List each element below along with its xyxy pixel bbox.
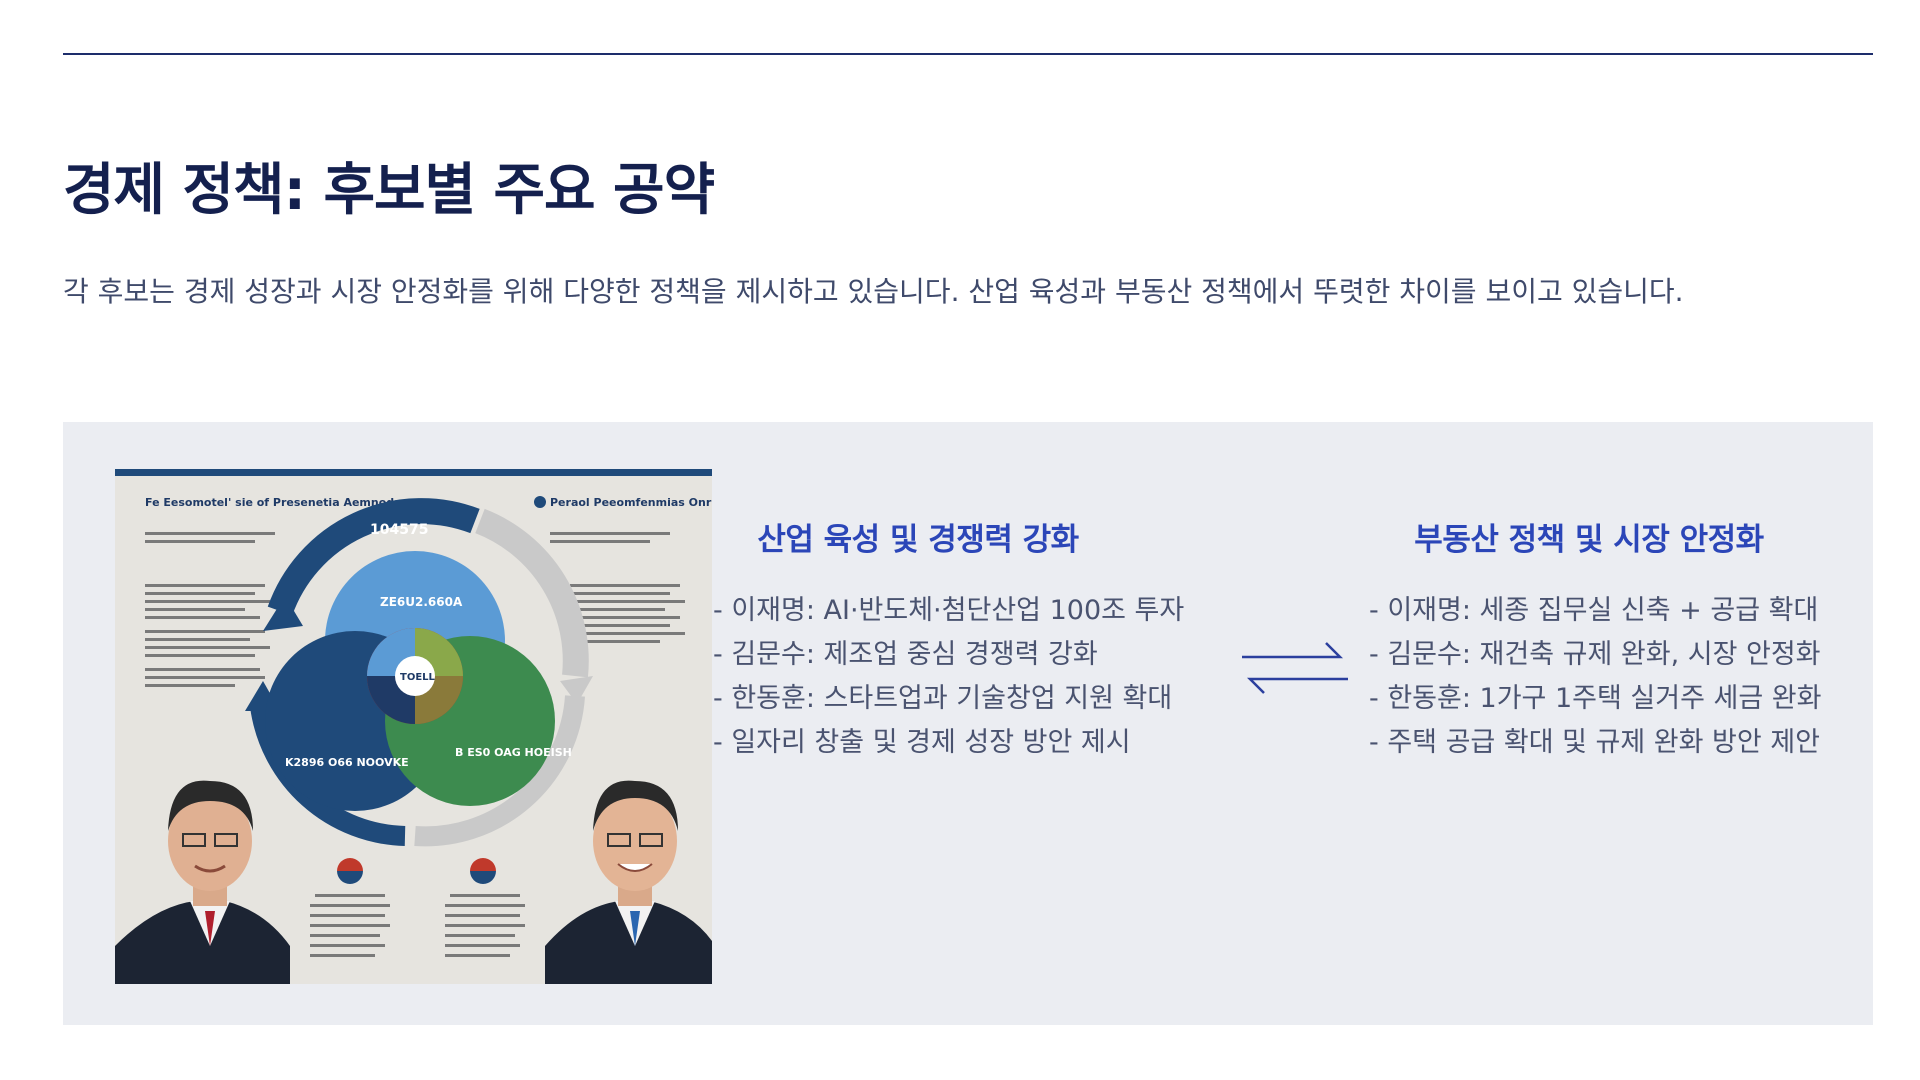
list-item: - 일자리 창출 및 경제 성장 방안 제시 <box>713 727 1131 758</box>
list-item: - 이재명: AI·반도체·첨단산업 100조 투자 <box>713 595 1185 626</box>
industry-policy-title: 산업 육성 및 경쟁력 강화 <box>757 522 1079 558</box>
list-item: - 김문수: 제조업 중심 경쟁력 강화 <box>713 639 1098 670</box>
candidate-portrait-right <box>545 780 712 984</box>
policy-infographic-image: Fe Eesomotel' sie of Presenetia Aemnodae… <box>115 469 712 984</box>
exchange-arrows-icon <box>1242 642 1348 694</box>
industry-policy-list: - 이재명: AI·반도체·첨단산업 100조 투자 - 김문수: 제조업 중심… <box>713 589 1185 765</box>
list-item: - 이재명: 세종 집무실 신축 + 공급 확대 <box>1369 595 1819 626</box>
list-item: - 한동훈: 1가구 1주택 실거주 세금 완화 <box>1369 683 1822 714</box>
list-item: - 한동훈: 스타트업과 기술창업 지원 확대 <box>713 683 1173 714</box>
industry-policy-column: 산업 육성 및 경쟁력 강화 - 이재명: AI·반도체·첨단산업 100조 투… <box>713 514 1185 765</box>
page-subtitle: 각 후보는 경제 성장과 시장 안정화를 위해 다양한 정책을 제시하고 있습니… <box>63 275 1684 308</box>
top-divider <box>63 53 1873 55</box>
infographic-heading-right: Peraol Peeomfenmias Onrmeseles <box>550 496 712 509</box>
list-item: - 김문수: 재건축 규제 완화, 시장 안정화 <box>1369 639 1821 670</box>
realestate-policy-title: 부동산 정책 및 시장 안정화 <box>1414 522 1764 558</box>
candidate-portrait-left <box>115 780 290 984</box>
infographic-left-segment: K2896 O66 NOOVKE <box>285 756 409 769</box>
infographic-top-segment: ZE6U2.660A <box>380 595 463 609</box>
page-title: 경제 정책: 후보별 주요 공약 <box>63 158 715 223</box>
infographic-right-segment: B ES0 OAG HOEISH <box>455 746 572 759</box>
list-item: - 주택 공급 확대 및 규제 완화 방안 제안 <box>1369 727 1821 758</box>
infographic-center-text: TOELL <box>400 672 436 683</box>
infographic-top-number: 104575 <box>370 522 428 538</box>
content-panel: Fe Eesomotel' sie of Presenetia Aemnodae… <box>63 422 1873 1025</box>
realestate-policy-column: 부동산 정책 및 시장 안정화 - 이재명: 세종 집무실 신축 + 공급 확대… <box>1369 514 1839 765</box>
infographic-heading-left: Fe Eesomotel' sie of Presenetia Aemnodae… <box>145 496 416 509</box>
realestate-policy-list: - 이재명: 세종 집무실 신축 + 공급 확대 - 김문수: 재건축 규제 완… <box>1369 589 1839 765</box>
